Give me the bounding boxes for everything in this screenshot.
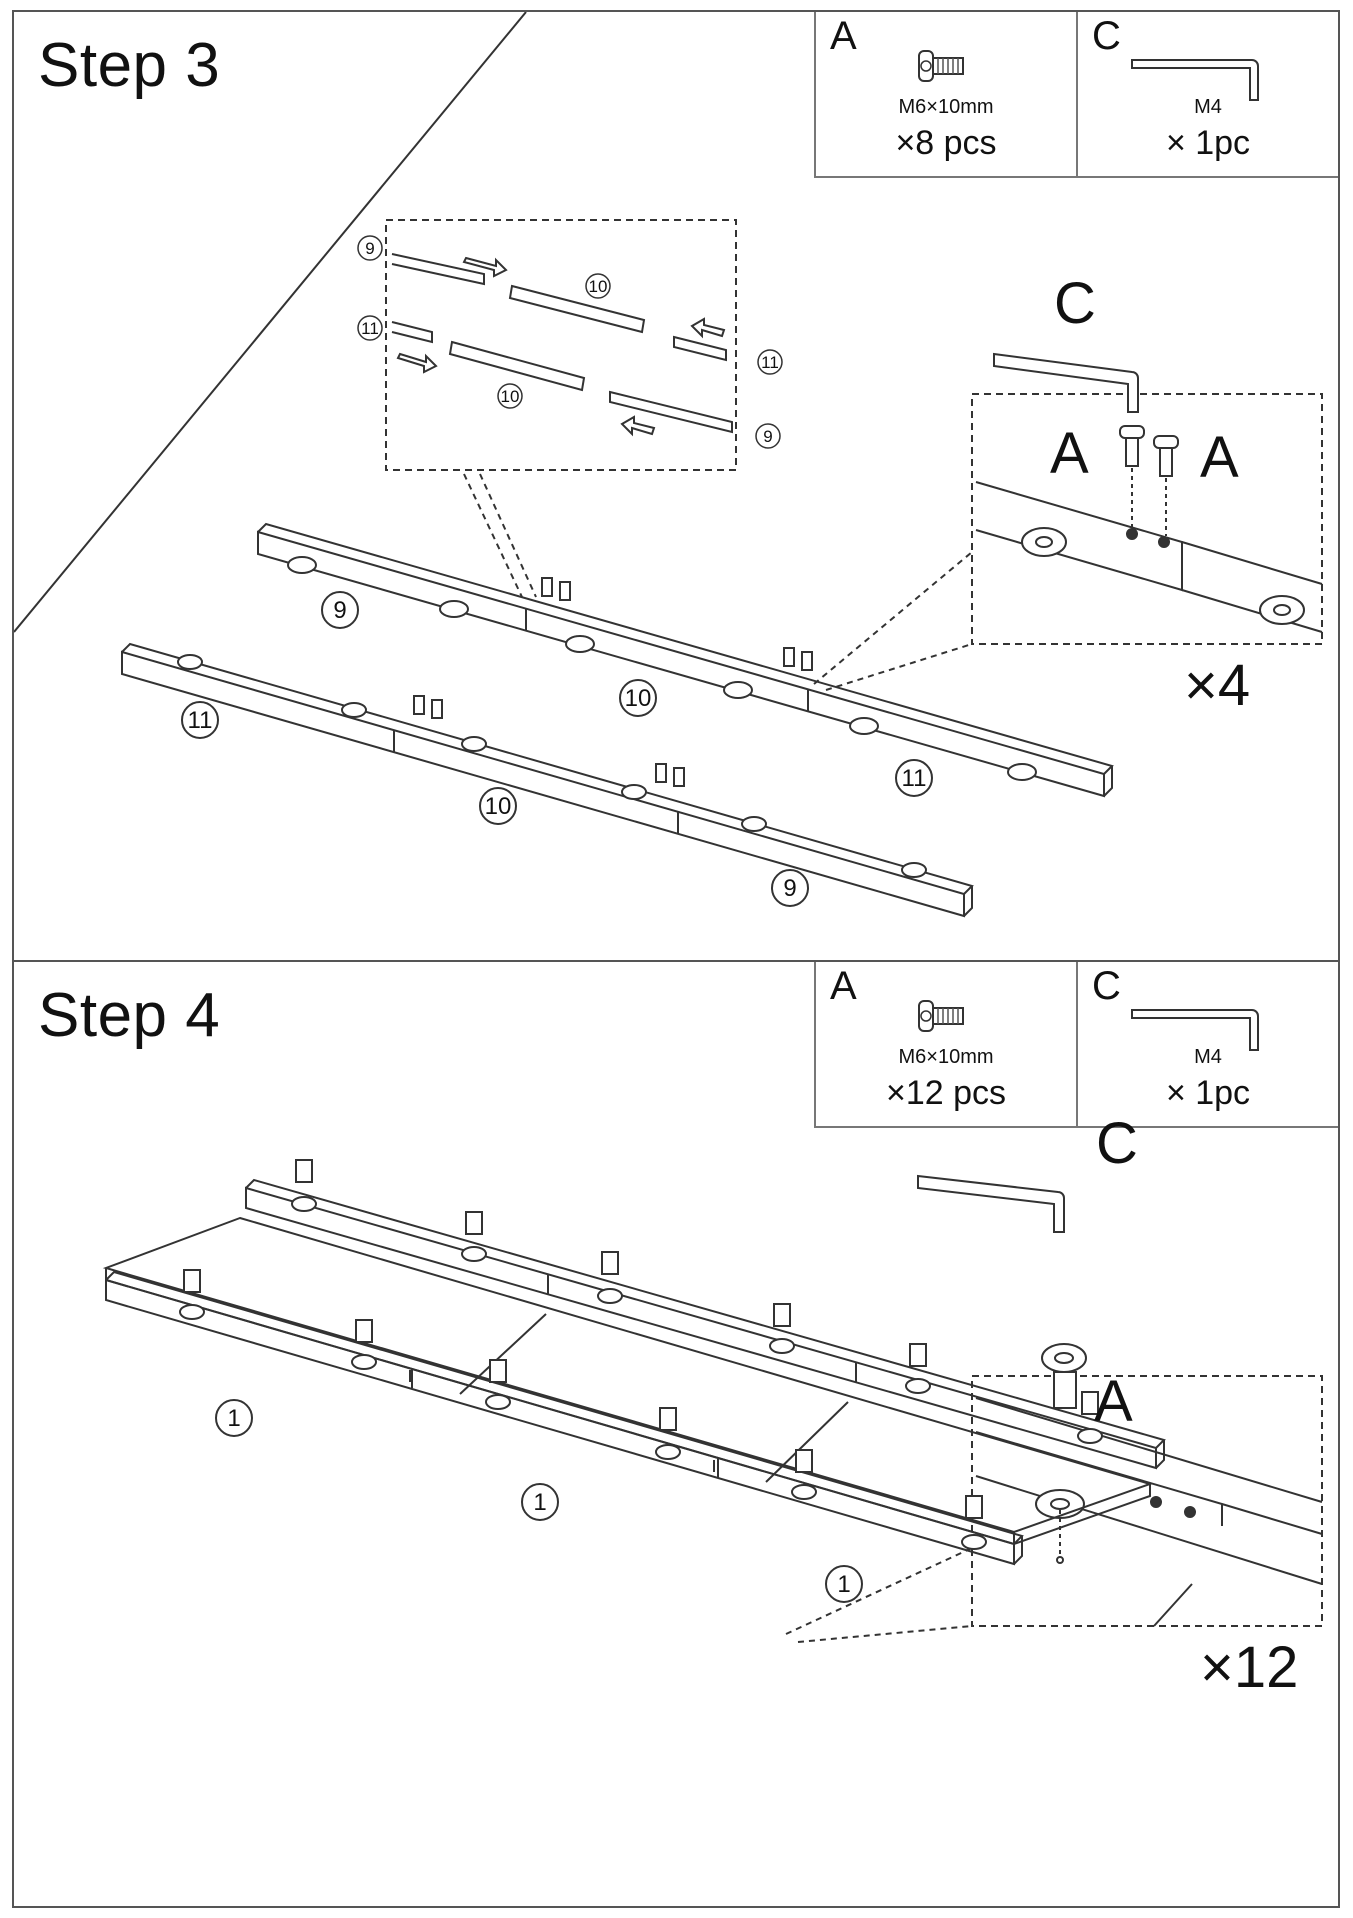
part-qty: × 1pc [1165, 124, 1251, 162]
callout-tool-label: C [1054, 271, 1096, 336]
part-label-11: 11 [188, 707, 213, 734]
step-3-assembly-diagram: 9 10 11 11 10 9 9 10 11 11 10 9 [14, 12, 1323, 918]
callout-tool-label: C [1096, 1111, 1138, 1176]
part-size: M4 [1194, 96, 1222, 118]
part-letter: A [830, 964, 857, 1008]
part-size: M6×10mm [898, 96, 994, 118]
callout-multiplier: ×12 [1200, 1635, 1299, 1700]
part-label-11: 11 [902, 765, 927, 792]
screw-icon [918, 1000, 964, 1032]
callout-screw-label: A [1200, 425, 1239, 490]
step-3-panel: Step 3 A M6×10mm ×8 pcs C M4 × 1pc [12, 10, 1340, 962]
part-size: M4 [1194, 1046, 1222, 1068]
inset-label-11: 11 [761, 353, 779, 372]
part-label-1: 1 [227, 1405, 240, 1432]
screw-icon [918, 50, 964, 82]
part-letter: C [1092, 964, 1121, 1008]
part-a-cell: A M6×10mm ×12 pcs [816, 962, 1076, 1126]
part-label-1: 1 [533, 1489, 546, 1516]
part-letter: C [1092, 14, 1121, 58]
part-a-cell: A M6×10mm ×8 pcs [816, 12, 1076, 176]
inset-label-11: 11 [361, 319, 379, 338]
part-label-10: 10 [625, 685, 652, 712]
inset-label-9: 9 [763, 427, 772, 446]
inset-label-9: 9 [365, 239, 374, 258]
inset-label-10: 10 [589, 277, 608, 296]
callout-multiplier: ×4 [1184, 653, 1251, 718]
hex-key-icon [1131, 1009, 1259, 1051]
part-label-1: 1 [837, 1571, 850, 1598]
part-size: M6×10mm [898, 1046, 994, 1068]
part-label-10: 10 [485, 793, 512, 820]
part-c-cell: C M4 × 1pc [1076, 962, 1338, 1126]
step-title: Step 4 [38, 981, 221, 1050]
part-qty: ×8 pcs [895, 124, 997, 162]
parts-table: A M6×10mm ×12 pcs C M4 × 1pc [814, 962, 1338, 1128]
part-c-cell: C M4 × 1pc [1076, 12, 1338, 176]
callout-screw-label: A [1094, 1369, 1133, 1434]
hex-key-icon [1131, 59, 1259, 101]
step-4-assembly-diagram: 1 1 1 [102, 1159, 1323, 1643]
part-label-9: 9 [333, 597, 346, 624]
part-qty: × 1pc [1165, 1074, 1251, 1112]
inset-label-10: 10 [501, 387, 520, 406]
step-4-panel: Step 4 A M6×10mm ×12 pcs C M4 × 1pc [12, 960, 1340, 1908]
part-qty: ×12 pcs [885, 1074, 1007, 1112]
step-title: Step 3 [38, 31, 221, 100]
callout-screw-label: A [1050, 421, 1089, 486]
part-letter: A [830, 14, 857, 58]
parts-table: A M6×10mm ×8 pcs C M4 × 1pc [814, 12, 1338, 178]
part-label-9: 9 [783, 875, 796, 902]
